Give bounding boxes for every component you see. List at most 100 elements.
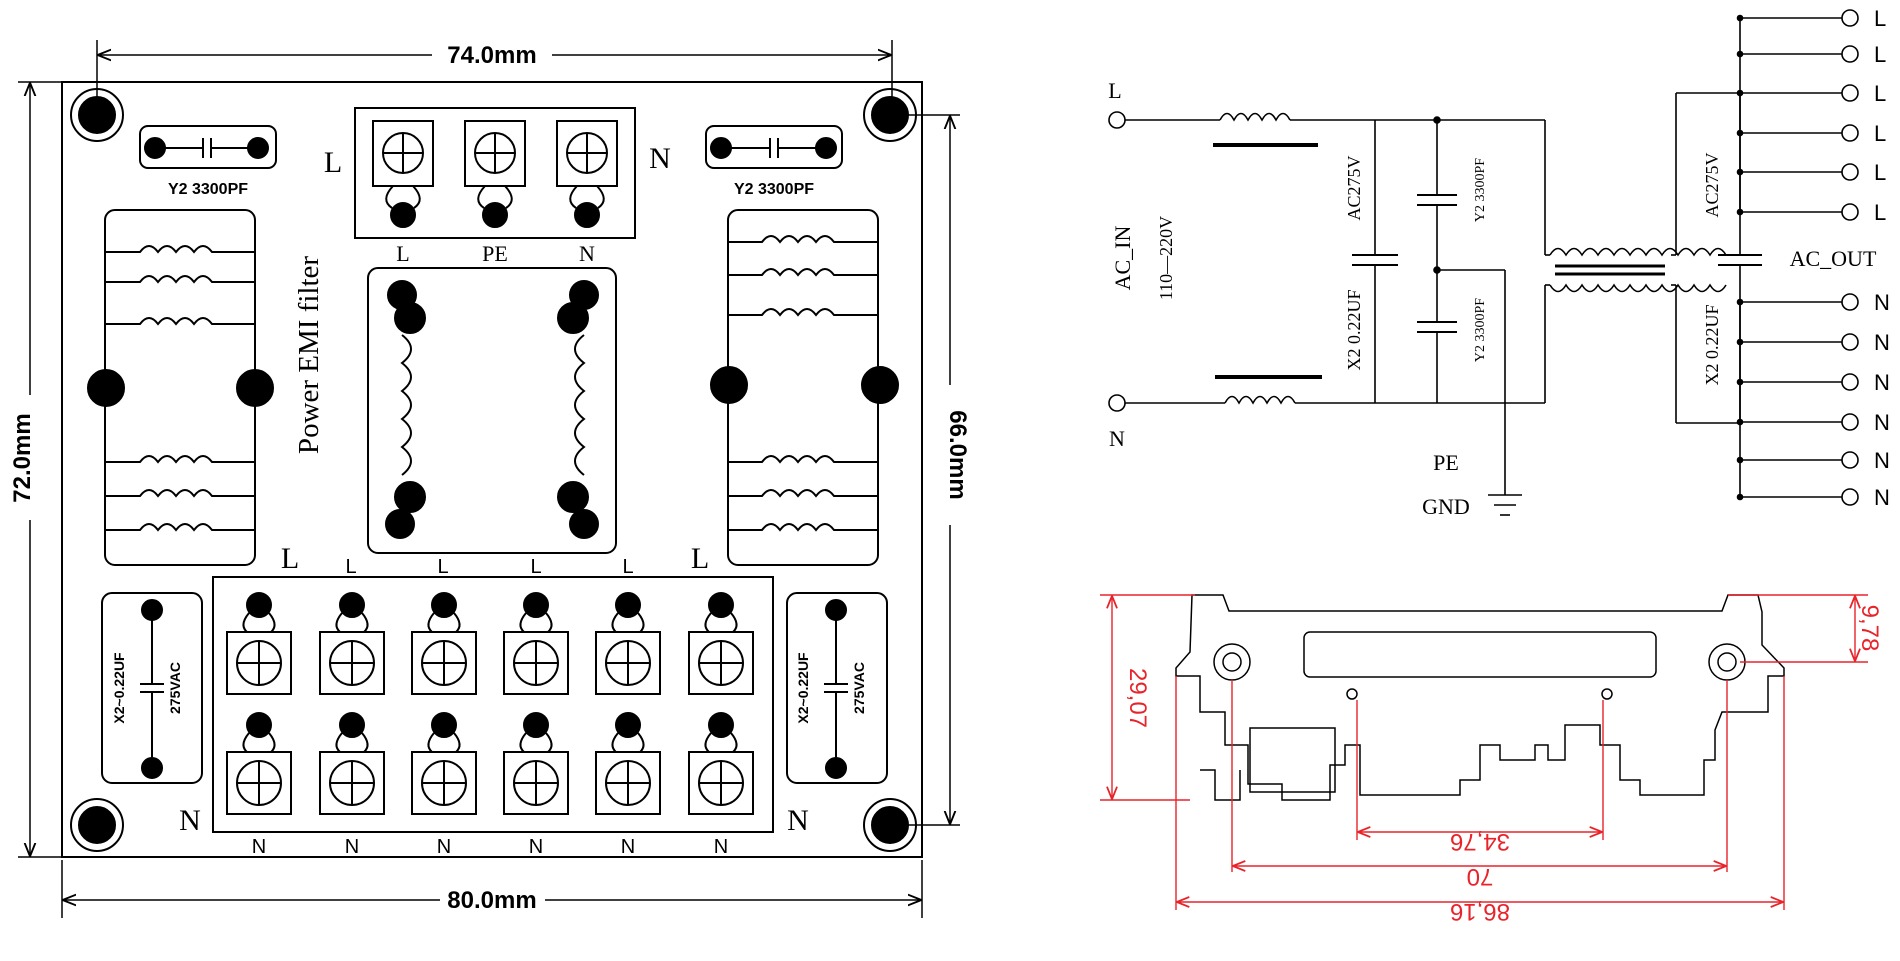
x2-cap-label-right-a: X2~0.22UF: [795, 652, 811, 724]
inductor-icon: [1549, 247, 1727, 257]
common-mode-choke-left: [87, 209, 274, 566]
screw-terminal-icon: [595, 592, 661, 695]
input-pin-label: PE: [482, 241, 508, 266]
mounting-hole-icon: [70, 798, 124, 852]
ac-out-label: AC_OUT: [1790, 246, 1877, 271]
pcb-dimensions: [18, 40, 960, 918]
y2-cap-label-right: Y2 3300PF: [734, 181, 814, 198]
common-mode-choke-right: [710, 209, 899, 566]
ac-in-label: AC_IN: [1110, 226, 1135, 291]
output-terminal-l-icon: [1841, 203, 1859, 221]
screw-terminal-icon: [319, 712, 385, 815]
output-top-side-label: L: [691, 542, 709, 575]
screw-terminal-icon: [319, 592, 385, 695]
y2-cap-label-left: Y2 3300PF: [168, 181, 248, 198]
output-n-label: N: [1874, 290, 1890, 315]
output-l-label: L: [1874, 121, 1886, 146]
input-terminal-l-icon: [1108, 111, 1126, 129]
din-rail-mount: [1175, 594, 1785, 801]
screw-terminal-icon: [595, 712, 661, 815]
inductor-icon: [1549, 283, 1727, 293]
output-l-label: L: [622, 556, 633, 578]
screw-terminal-icon: [226, 592, 292, 695]
x2-out-voltage-label: AC275V: [1702, 152, 1722, 217]
output-l-label: L: [1874, 200, 1886, 225]
output-l-label: L: [437, 556, 448, 578]
output-n-label: N: [1874, 330, 1890, 355]
output-top-side-label: L: [281, 542, 299, 575]
screw-terminal-icon: [556, 120, 618, 228]
mounting-hole-icon: [863, 798, 917, 852]
input-terminal-side-n: N: [649, 142, 671, 175]
x2-capacitor-left: [101, 592, 203, 784]
output-l-label: L: [345, 556, 356, 578]
input-terminal-side-l: L: [324, 146, 342, 179]
mounting-hole-icon: [863, 88, 917, 142]
output-terminal-n-icon: [1841, 413, 1859, 431]
output-l-label: L: [1874, 160, 1886, 185]
x2-in-cap-label: X2 0.22UF: [1344, 289, 1364, 370]
output-n-label: N: [621, 836, 635, 858]
x2-cap-label-left-a: X2~0.22UF: [111, 652, 127, 724]
output-terminal-l-icon: [1841, 124, 1859, 142]
screw-terminal-icon: [411, 592, 477, 695]
screw-terminal-icon: [688, 712, 754, 815]
output-terminal-l-icon: [1841, 84, 1859, 102]
output-n-label: N: [1874, 410, 1890, 435]
output-n-label: N: [1874, 370, 1890, 395]
voltage-label: 110—220V: [1156, 216, 1176, 300]
output-terminal-l-icon: [1841, 9, 1859, 27]
x2-cap-label-right-b: 275VAC: [851, 662, 867, 714]
input-terminal-block: [354, 107, 636, 239]
output-terminal-n-icon: [1841, 451, 1859, 469]
output-terminals: [226, 592, 754, 815]
y2-capacitor-left: [139, 125, 277, 169]
screw-terminal-icon: [226, 712, 292, 815]
schematic-labels: L N AC_IN 110—220V AC275V X2 0.22UF Y2 3…: [1108, 78, 1877, 519]
output-n-label: N: [529, 836, 543, 858]
dim-left-height: 72.0mm: [9, 413, 36, 502]
x2-capacitor-right: [786, 592, 888, 784]
output-l-label: L: [1874, 81, 1886, 106]
output-n-label: N: [345, 836, 359, 858]
screw-terminal-icon: [464, 120, 526, 228]
output-terminal-n-icon: [1841, 373, 1859, 391]
screw-terminal-icon: [503, 712, 569, 815]
output-bottom-side-label: N: [787, 804, 809, 837]
x2-cap-label-left-b: 275VAC: [167, 662, 183, 714]
rail-dimensions: [1100, 594, 1868, 910]
y2-cap-label-lower: Y2 3300PF: [1473, 298, 1488, 362]
dim-bottom-width: 80.0mm: [447, 887, 536, 914]
pcb-outline: [61, 81, 923, 858]
inductor-icon: [1224, 395, 1296, 405]
output-terminal-l-icon: [1841, 163, 1859, 181]
rail-hole-spacing-label: 70: [1467, 863, 1494, 890]
x2-out-cap-label: X2 0.22UF: [1702, 304, 1722, 385]
y2-cap-label-upper: Y2 3300PF: [1473, 158, 1488, 222]
ground-icon: [1488, 494, 1522, 516]
dim-right-height: 66.0mm: [944, 410, 971, 499]
output-terminal-n-icon: [1841, 488, 1859, 506]
rail-slot: [1303, 631, 1657, 678]
screw-terminal-icon: [372, 120, 434, 228]
screw-terminal-icon: [503, 592, 569, 695]
rail-hole-offset-label: 9,78: [1856, 605, 1883, 652]
output-l-label: L: [1874, 6, 1886, 31]
gnd-label: GND: [1422, 494, 1470, 519]
output-n-label: N: [1874, 485, 1890, 510]
dim-top-width: 74.0mm: [447, 42, 536, 69]
output-bottom-side-label: N: [179, 804, 201, 837]
output-terminal-n-icon: [1841, 293, 1859, 311]
output-terminal-n-icon: [1841, 333, 1859, 351]
rail-body-outline: [1175, 594, 1785, 801]
output-l-label: L: [530, 556, 541, 578]
rail-overall-width-label: 86,16: [1450, 898, 1510, 925]
input-pin-label: L: [396, 241, 409, 266]
output-n-label: N: [714, 836, 728, 858]
pe-label: PE: [1433, 450, 1459, 475]
output-terminal-l-icon: [1841, 45, 1859, 63]
input-pin-label: N: [579, 241, 595, 266]
